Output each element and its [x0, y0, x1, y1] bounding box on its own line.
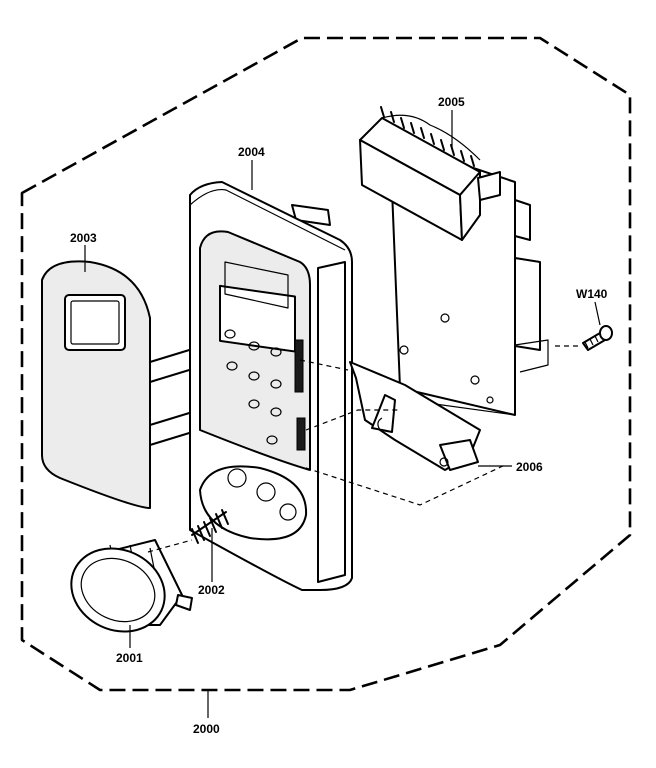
- pcb-assembly-2005: [359, 106, 549, 416]
- knob-2001: [70, 539, 193, 633]
- label-2006: 2006: [516, 460, 543, 474]
- label-2003: 2003: [70, 231, 97, 245]
- latch-bracket-2006: [349, 361, 481, 471]
- label-2004: 2004: [238, 145, 265, 159]
- leader-lines: [84, 110, 601, 718]
- control-panel-frame-2004: [189, 181, 353, 591]
- label-2002: 2002: [198, 583, 225, 597]
- assembly-boundary: [20, 36, 632, 692]
- label-2000: 2000: [193, 722, 220, 736]
- label-2005: 2005: [438, 95, 465, 109]
- button-holes: [224, 329, 282, 445]
- label-2001: 2001: [116, 651, 143, 665]
- spring-2002: [191, 509, 229, 544]
- part-labels: 2003 2004 2005 W140 2006 2002 2001 2000: [70, 95, 608, 736]
- assembly-guide-lines: [147, 345, 582, 553]
- screw-w140: [582, 325, 613, 351]
- label-w140: W140: [576, 287, 608, 301]
